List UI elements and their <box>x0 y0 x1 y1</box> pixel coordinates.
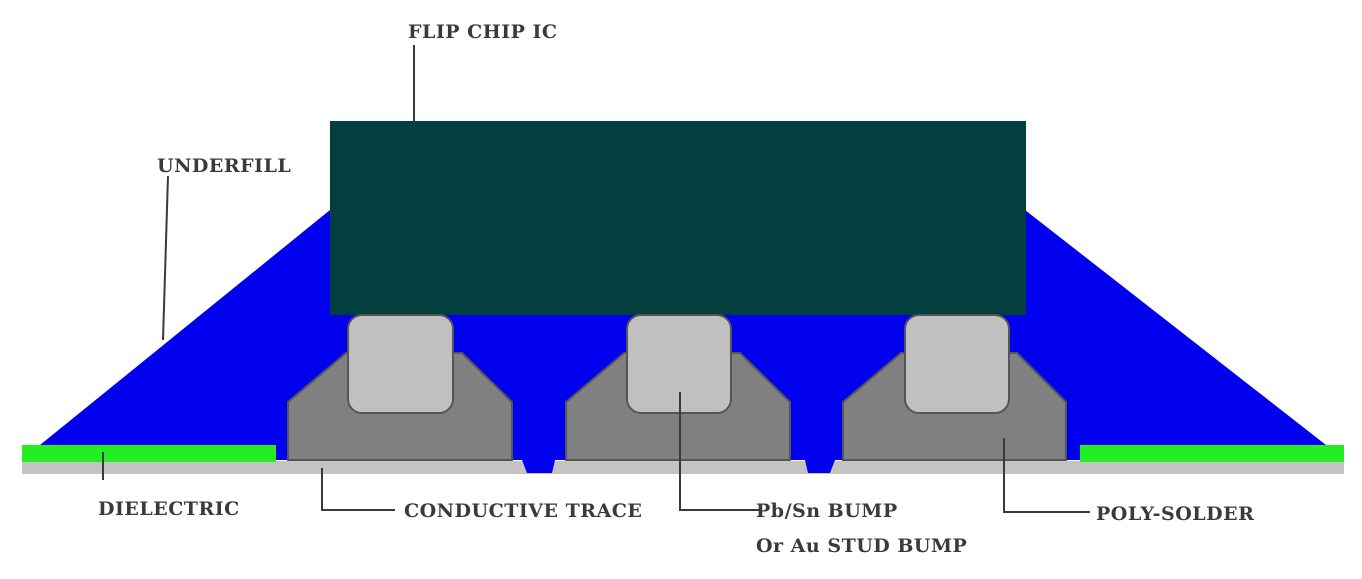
label-poly-solder: POLY-SOLDER <box>1096 503 1254 525</box>
substrate-layer <box>22 461 1344 474</box>
dielectric-right <box>1080 445 1344 462</box>
leader-bump <box>679 392 760 511</box>
flip-chip-ic <box>330 121 1026 315</box>
dielectric-left <box>22 445 276 462</box>
bumps <box>347 314 1010 414</box>
label-flip-chip-ic: FLIP CHIP IC <box>408 21 558 43</box>
label-dielectric: DIELECTRIC <box>98 498 240 520</box>
bump <box>347 314 454 414</box>
label-underfill: UNDERFILL <box>157 155 291 177</box>
label-bump-line2: Or Au STUD BUMP <box>756 535 967 557</box>
label-bump-line1: Pb/Sn BUMP <box>756 500 898 522</box>
leader-poly-solder <box>1003 438 1090 513</box>
leader-conductive-trace <box>321 468 395 511</box>
leader-underfill <box>162 175 169 341</box>
bump <box>904 314 1010 414</box>
label-conductive-trace: CONDUCTIVE TRACE <box>404 500 642 522</box>
